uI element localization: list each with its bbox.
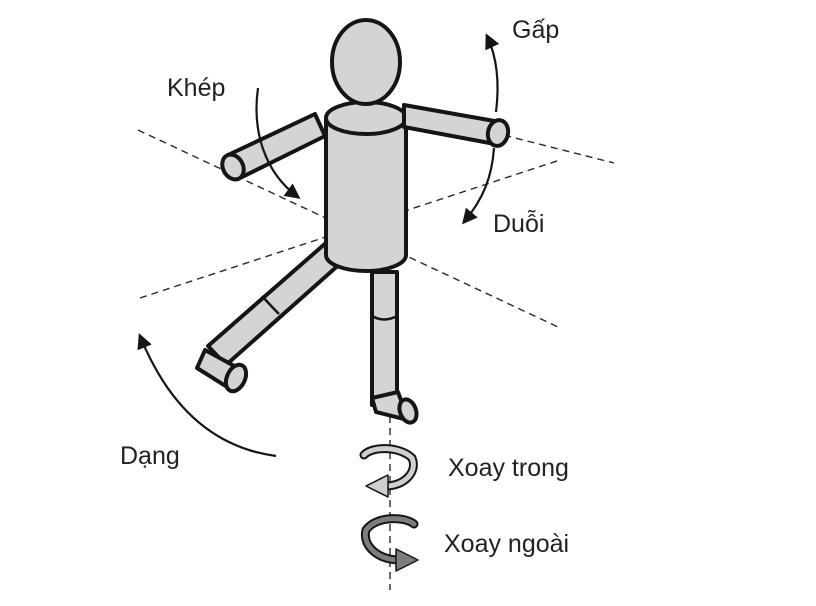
- circular-arrow-dark-icon: [360, 514, 419, 572]
- left-leg: [195, 240, 344, 394]
- extension-arrow: [462, 147, 496, 225]
- circular-arrow-light-icon: [359, 444, 418, 498]
- abduction-label: Dạng: [120, 442, 180, 470]
- right-leg: [370, 270, 419, 425]
- abduction-arrow: [137, 333, 277, 458]
- left-arm: [220, 112, 327, 182]
- extension-label: Duỗi: [493, 210, 545, 238]
- head: [330, 18, 402, 106]
- right-arm: [402, 103, 511, 148]
- flexion-arrow: [485, 33, 500, 113]
- internal-rotation-label: Xoay trong: [448, 454, 569, 482]
- adduction-label: Khép: [167, 74, 226, 102]
- external-rotation-label: Xoay ngoài: [444, 530, 570, 558]
- adduction-arrow: [255, 87, 301, 199]
- torso: [324, 100, 408, 273]
- flexion-label: Gấp: [512, 16, 560, 44]
